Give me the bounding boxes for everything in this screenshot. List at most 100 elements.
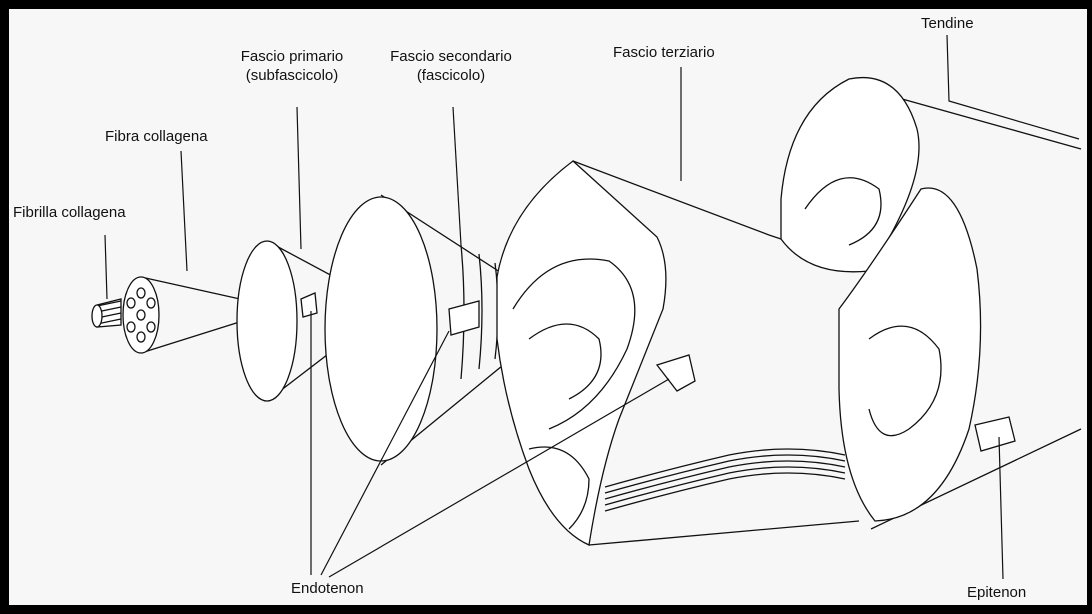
fiber-dot	[838, 460, 841, 463]
fiber-circle	[629, 542, 634, 548]
fiber-circle	[969, 128, 974, 134]
fiber-dot	[791, 81, 794, 84]
fiber-circle	[884, 525, 889, 531]
hex-cell	[319, 392, 332, 407]
fiber-circle	[512, 162, 517, 168]
fiber-circle	[497, 465, 502, 471]
fiber-dot	[953, 89, 956, 92]
fiber-circle	[610, 518, 615, 524]
fiber-dot	[509, 500, 512, 503]
fiber-dot	[806, 268, 809, 271]
fiber-dot	[823, 320, 826, 323]
fiber-dot	[916, 509, 919, 512]
fibril-circle	[137, 288, 145, 298]
fiber-dot	[786, 382, 789, 385]
label-fibrilla-collagena: Fibrilla collagena	[13, 203, 126, 222]
fiber-dot	[651, 203, 654, 206]
fiber-dot	[973, 244, 976, 247]
fiber-circle	[981, 504, 986, 510]
fiber-circle	[807, 398, 812, 404]
leader-fascio-primario	[297, 107, 301, 249]
fiber-dot	[811, 75, 814, 78]
fiber-dot	[979, 469, 982, 472]
hex-cell	[338, 448, 351, 463]
fiber-dot	[819, 355, 822, 358]
fiber-circle	[980, 406, 985, 412]
fiber-circle	[954, 93, 959, 99]
fiber-circle	[649, 363, 654, 369]
fiber-circle	[807, 420, 812, 426]
hex-cell	[429, 246, 442, 261]
fiber-circle	[924, 156, 929, 162]
hex-cell	[332, 437, 345, 452]
fiber-circle	[926, 520, 931, 526]
fiber-dot	[850, 504, 853, 507]
fiber-dot	[811, 446, 814, 449]
fiber-circle	[793, 116, 798, 122]
fiber-circle	[955, 188, 960, 194]
fiber-dot	[976, 208, 979, 211]
fiber-dot	[832, 76, 835, 79]
fiber-circle	[907, 87, 912, 93]
fiber-circle	[816, 92, 821, 98]
fiber-circle	[981, 322, 986, 328]
fiber-circle	[658, 356, 663, 362]
fiber-dot	[779, 343, 782, 346]
fiber-dot	[787, 97, 790, 100]
fiber-circle	[512, 497, 517, 503]
fiber-circle	[629, 432, 634, 438]
label-fascio-secondario-line1: Fascio secondario	[371, 47, 531, 66]
fiber-circle	[788, 295, 793, 301]
hex-cell	[338, 201, 351, 216]
hex-cell	[325, 426, 338, 441]
fiber-dot	[821, 519, 824, 522]
fiber-dot	[818, 330, 821, 333]
fiber-dot	[804, 72, 807, 75]
fiber-circle	[661, 336, 666, 342]
fiber-circle	[788, 297, 793, 303]
fiber-dot	[815, 278, 818, 281]
fiber-circle	[976, 177, 981, 183]
fiber-circle	[784, 360, 789, 366]
fiber-circle	[913, 107, 918, 113]
fiber-dot	[803, 402, 806, 405]
fiber-dot	[923, 170, 926, 173]
fiber-circle	[987, 134, 992, 140]
connecting-strand	[605, 473, 845, 511]
fiber-circle	[659, 504, 664, 510]
fiber-circle	[985, 496, 990, 502]
fiber-circle	[782, 274, 787, 280]
hex-cell	[429, 426, 442, 441]
fiber-circle	[651, 221, 656, 227]
fibril-circle	[147, 322, 155, 332]
fiber-circle	[975, 248, 980, 254]
fiber-dot	[496, 539, 499, 542]
fiber-circle	[806, 354, 811, 360]
fiber-circle	[810, 344, 815, 350]
fiber-circle	[648, 372, 653, 378]
fiber-dot	[975, 187, 978, 190]
hex-cell	[319, 235, 332, 250]
fiber-circle	[658, 393, 663, 399]
fiber-circle	[940, 94, 945, 100]
fiber-circle	[662, 330, 667, 336]
fiber-circle	[789, 87, 794, 93]
label-fascio-secondario: Fascio secondario (fascicolo)	[371, 47, 531, 85]
fiber-dot	[800, 388, 803, 391]
fiber-dot	[781, 433, 784, 436]
fiber-circle	[887, 525, 892, 531]
fiber-circle	[800, 492, 805, 498]
fiber-circle	[516, 202, 521, 208]
fiber-dot	[796, 102, 799, 105]
fiber-circle	[517, 504, 522, 510]
fiber-dot	[789, 287, 792, 290]
endotenon-flap-3	[657, 355, 695, 391]
fiber-dot	[942, 174, 945, 177]
fiber-dot	[947, 159, 950, 162]
fiber-dot	[971, 148, 974, 151]
fiber-dot	[984, 301, 987, 304]
fiber-circle	[651, 194, 656, 200]
fiber-circle	[966, 133, 971, 139]
fiber-dot	[512, 461, 515, 464]
fiber-circle	[814, 67, 819, 73]
